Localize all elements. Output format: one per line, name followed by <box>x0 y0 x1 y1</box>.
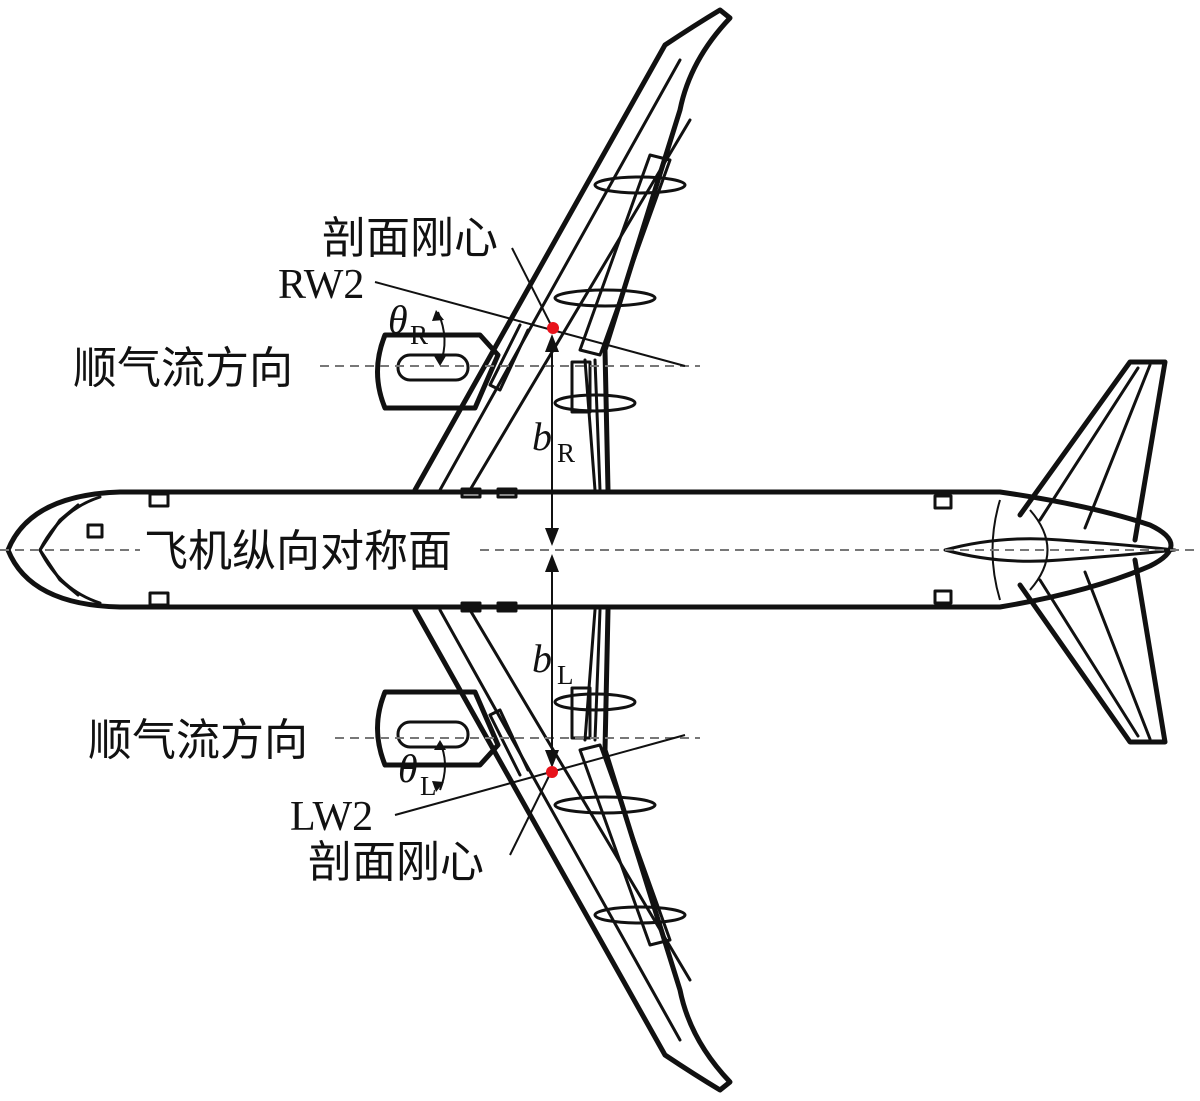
b-l-symbol: b <box>532 636 552 681</box>
b-l-dimension <box>545 554 559 768</box>
leader-line-bottom <box>509 773 551 856</box>
right-engine-nacelle <box>375 332 501 411</box>
stiffness-center-dot-left <box>546 766 558 778</box>
airflow-label-top: 顺气流方向 <box>73 343 293 394</box>
left-wing <box>412 607 733 1093</box>
lw2-section-line <box>394 734 686 816</box>
theta-r-symbol: θ <box>388 297 408 342</box>
horizontal-tail-lower <box>1017 557 1168 745</box>
section-center-label-top: 剖面刚心 <box>322 213 498 264</box>
theta-r-arrow-lower <box>434 356 446 366</box>
theta-l-arrow <box>434 740 446 750</box>
theta-r-subscript: R <box>410 320 428 350</box>
section-center-label-bottom: 剖面刚心 <box>308 837 484 888</box>
rw2-label: RW2 <box>278 262 364 308</box>
horizontal-tail-upper <box>1017 359 1168 543</box>
symmetry-label-bg <box>140 525 476 575</box>
airflow-label-bottom: 顺气流方向 <box>88 715 308 766</box>
theta-r-arrow <box>432 310 444 321</box>
theta-l-arrow-lower <box>432 781 444 792</box>
lw2-label: LW2 <box>290 794 373 840</box>
rw2-section-line <box>374 281 686 367</box>
theta-l-symbol: θ <box>398 746 418 791</box>
symmetry-plane-label: 飞机纵向对称面 <box>144 526 452 577</box>
b-l-subscript: L <box>557 660 574 690</box>
left-engine-nacelle <box>375 689 501 768</box>
b-r-dimension <box>545 334 559 546</box>
right-wing <box>412 7 733 493</box>
b-r-symbol: b <box>532 414 552 459</box>
theta-l-subscript: L <box>420 771 437 801</box>
b-r-subscript: R <box>557 438 575 468</box>
stiffness-center-dot-right <box>547 322 559 334</box>
leader-line-top <box>511 247 553 328</box>
